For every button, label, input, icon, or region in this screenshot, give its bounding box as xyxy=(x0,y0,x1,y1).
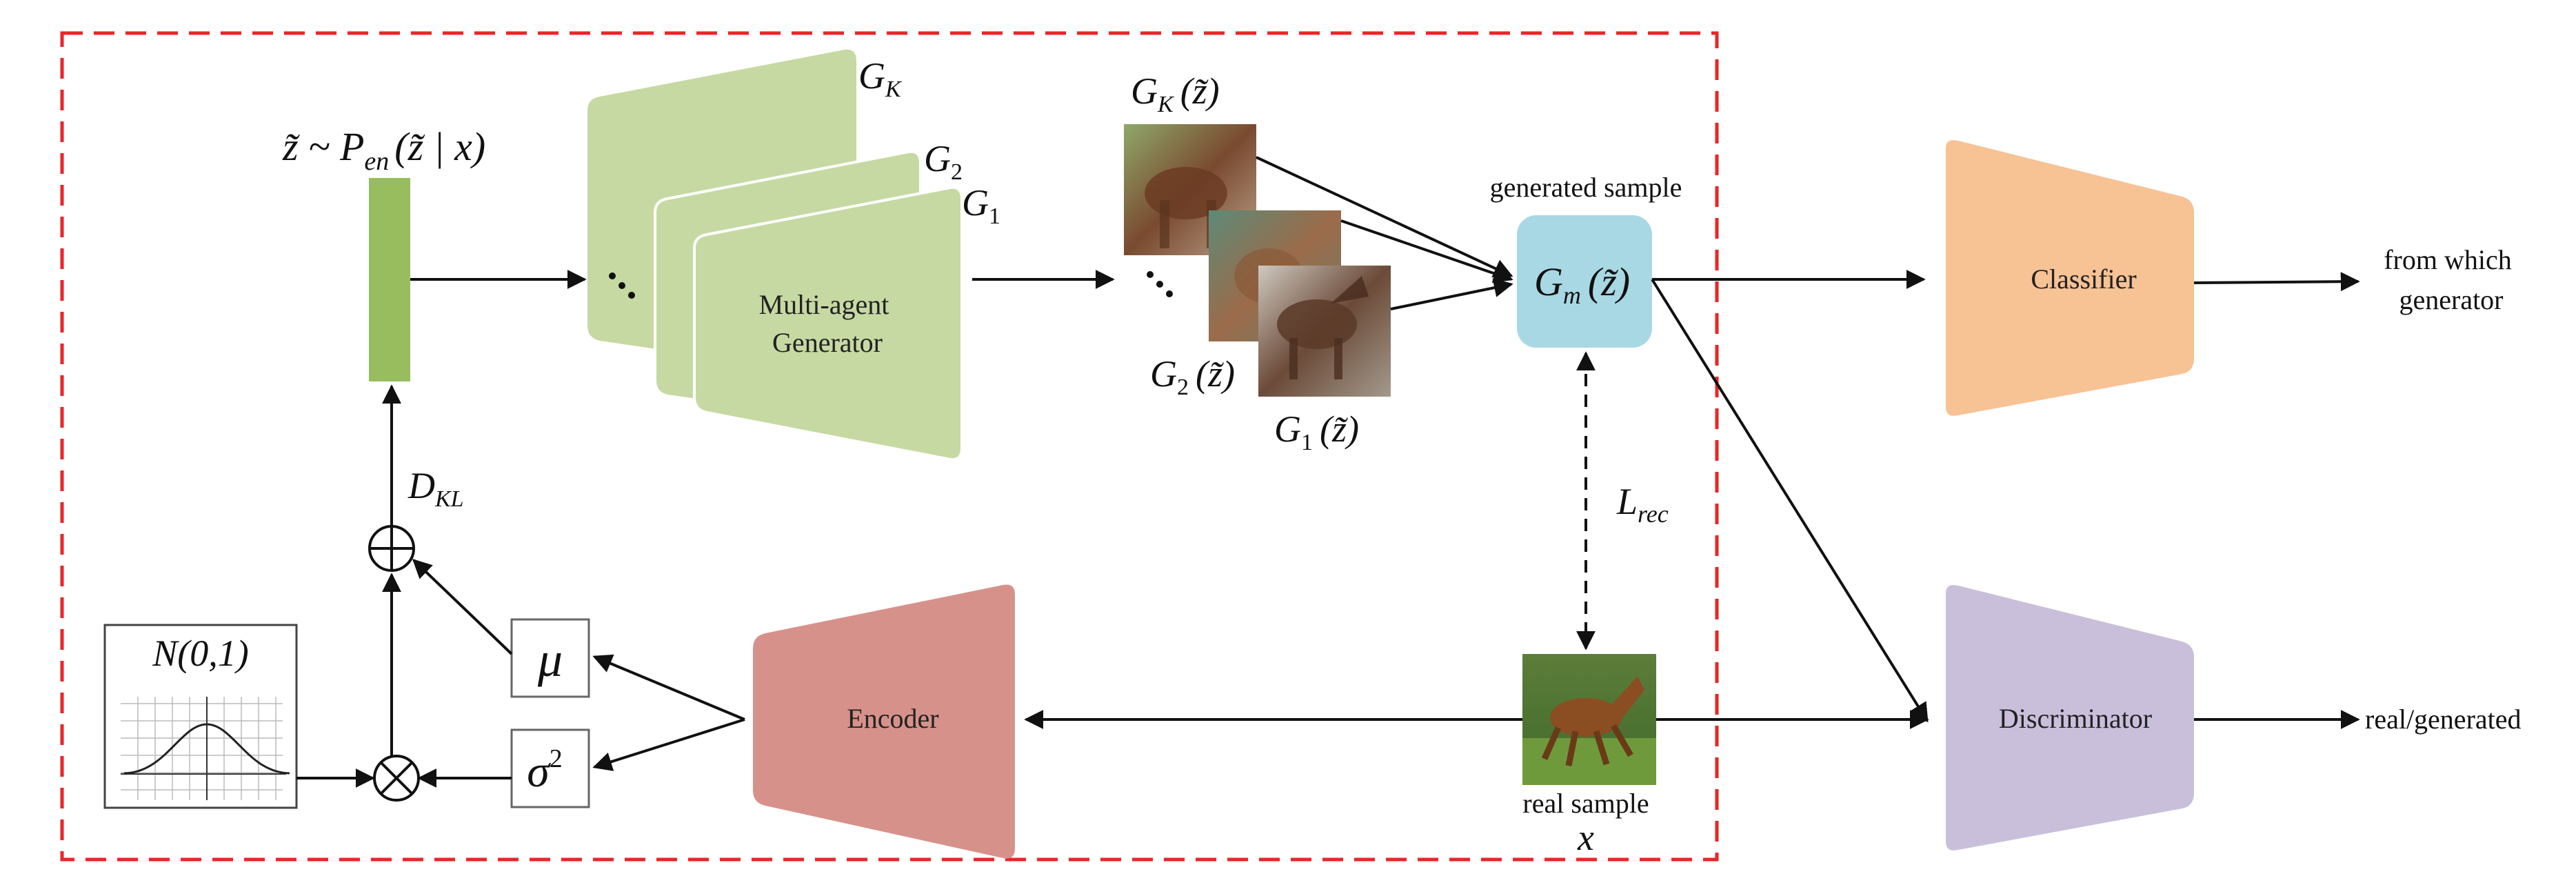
generated-sample-box xyxy=(1517,215,1652,348)
encoder-label: Encoder xyxy=(847,703,938,734)
arrow-classifier-output xyxy=(2193,272,2360,292)
arrow-gk-to-gm xyxy=(1256,156,1513,278)
mu-label: μ xyxy=(537,632,563,687)
generator-1-label: G1 xyxy=(962,182,1000,229)
classifier-label: Classifier xyxy=(2031,264,2136,295)
output-2-label: G2(z̃) xyxy=(1150,353,1235,400)
gm-label: Gm(z̃) xyxy=(1534,259,1630,309)
generator-k-label: GK xyxy=(858,55,903,102)
d-kl-label: DKL xyxy=(407,465,464,512)
classifier-block xyxy=(1946,140,2194,416)
classifier-output-label: from which generator xyxy=(2384,244,2519,315)
discriminator-block xyxy=(1946,585,2194,851)
arrow-g2-to-gm xyxy=(1340,219,1513,284)
generator-1-shape xyxy=(693,186,963,461)
vae-region-border xyxy=(60,31,1719,862)
generator-2-label: G2 xyxy=(924,138,963,185)
output-k-label: GK(z̃) xyxy=(1131,70,1220,117)
generator-block-label: Multi-agent Generator xyxy=(759,289,896,358)
circle-plus-icon xyxy=(368,525,415,572)
generator-ellipsis-dots xyxy=(609,272,635,299)
discriminator-label: Discriminator xyxy=(1999,703,2152,734)
discriminator-output-label: real/generated xyxy=(2365,704,2522,735)
real-sample-label: real sample xyxy=(1522,788,1649,819)
normal-distribution-label: N(0,1) xyxy=(152,633,248,674)
latent-vector-bar xyxy=(369,178,410,381)
sigma-label: σ2 xyxy=(527,744,563,797)
arrow-encoder-to-mu xyxy=(592,654,745,721)
output-1-label: G1(z̃) xyxy=(1274,408,1359,455)
arrow-mu-to-sum xyxy=(412,559,513,655)
generated-image-1 xyxy=(1258,266,1391,397)
standard-normal-plot xyxy=(103,624,298,809)
mu-box xyxy=(510,618,590,698)
outputs-ellipsis-dots xyxy=(1147,271,1173,297)
real-sample-x-label: x xyxy=(1577,817,1594,858)
arrow-gm-to-discriminator xyxy=(1651,278,1929,723)
circle-times-icon xyxy=(373,755,420,802)
sigma-box xyxy=(510,728,590,808)
encoder-block xyxy=(753,584,1015,859)
arrow-encoder-to-sigma xyxy=(592,718,745,771)
arrow-g1-to-gm xyxy=(1390,278,1513,310)
real-sample-image xyxy=(1522,654,1656,785)
l-rec-label: Lrec xyxy=(1616,481,1669,528)
generated-sample-label: generated sample xyxy=(1490,172,1682,203)
latent-label: z̃ ~ Pen(z̃ | x) xyxy=(282,124,485,176)
